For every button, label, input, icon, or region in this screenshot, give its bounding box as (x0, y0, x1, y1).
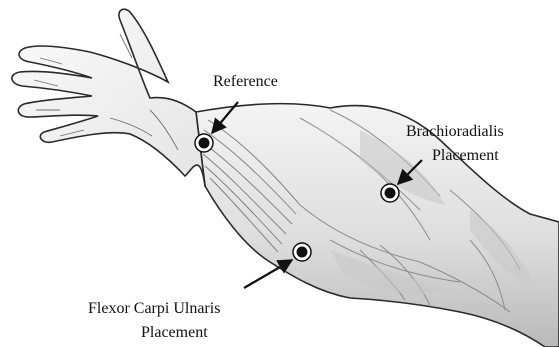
brachioradialis-label-line1: Brachioradialis (406, 123, 504, 140)
reference-label: Reference (213, 73, 278, 90)
reference-electrode (195, 134, 213, 152)
hand (12, 9, 205, 186)
flexor-label-line2: Placement (141, 324, 208, 341)
brachioradialis-label-line2: Placement (432, 147, 499, 164)
brachioradialis-electrode (381, 184, 399, 202)
forearm (196, 104, 559, 347)
flexor-carpi-ulnaris-electrode (293, 243, 311, 261)
hand-silhouette (12, 9, 205, 186)
flexor-carpi-ulnaris-arrow (244, 260, 292, 288)
flexor-label-line1: Flexor Carpi Ulnaris (88, 300, 220, 317)
